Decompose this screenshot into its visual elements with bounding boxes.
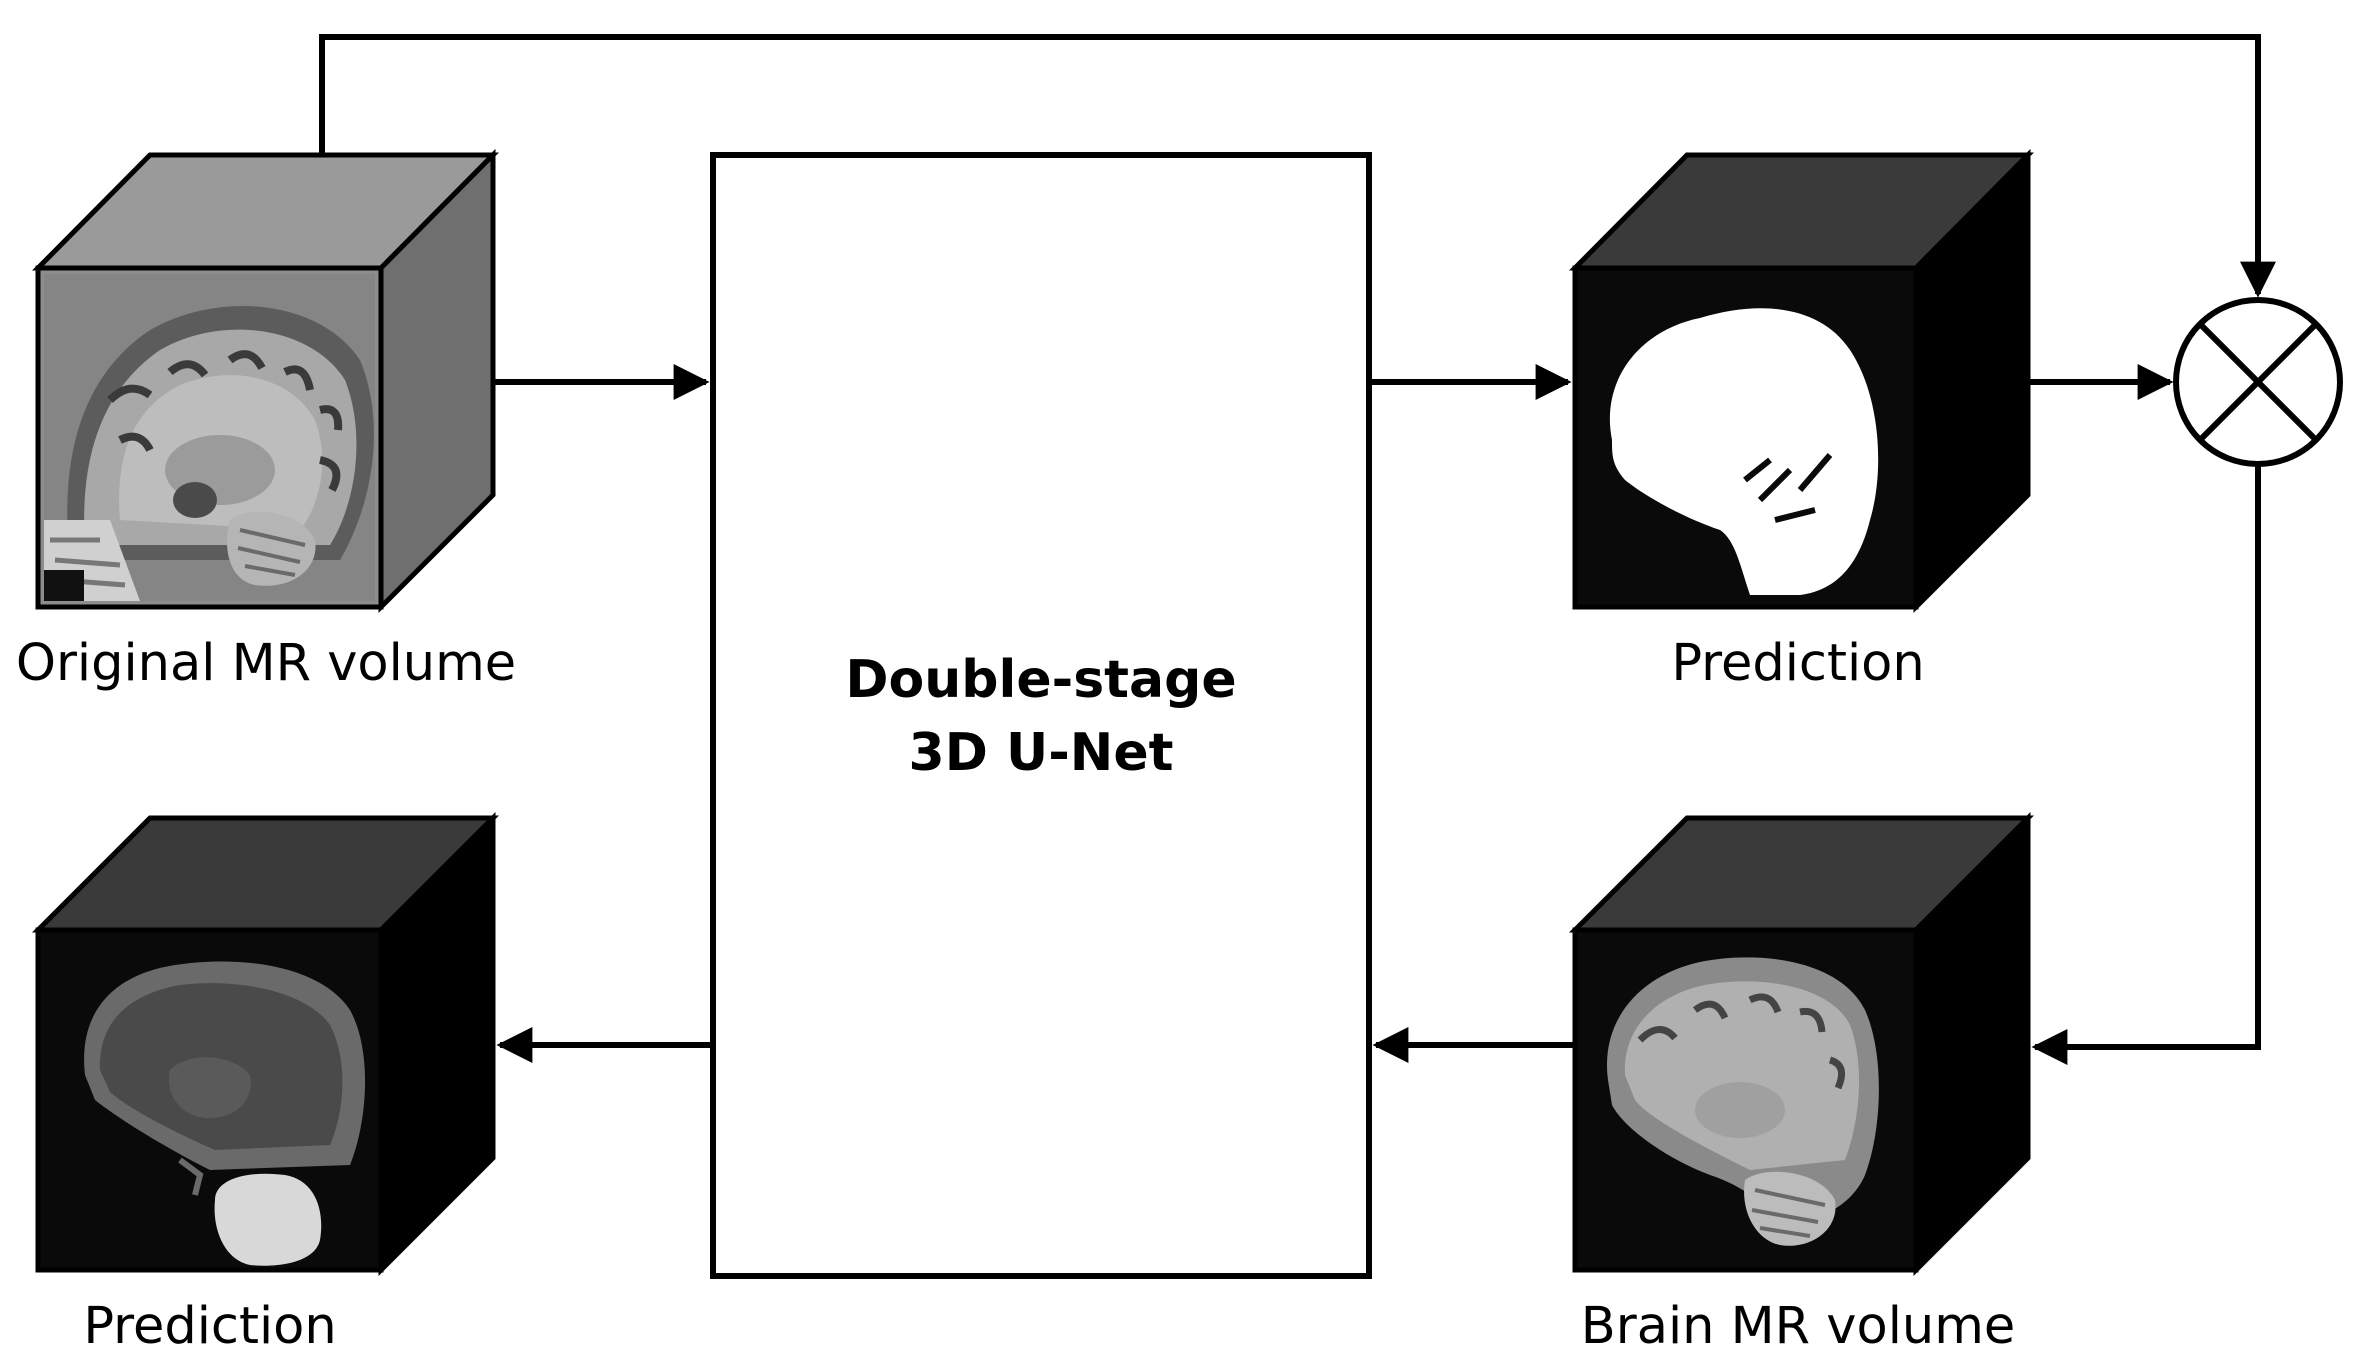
arrow-multiply-to-brain	[2031, 464, 2261, 1065]
brain-mr-volume-label: Brain MR volume	[1581, 1297, 2016, 1356]
segmentation-prediction-cube	[31, 811, 500, 1277]
mri-slice-image	[44, 274, 375, 601]
brain-mr-volume-cube	[1568, 811, 2035, 1277]
arrow-original-bypass-to-multiply	[319, 34, 2276, 298]
multiply-icon	[2173, 297, 2343, 467]
double-stage-3d-unet-box	[710, 152, 1372, 1279]
network-title-line1: Double-stage	[845, 650, 1236, 710]
brain-mask-image	[1609, 308, 1879, 595]
original-mr-volume-cube	[32, 148, 499, 614]
network-title-line2: 3D U-Net	[909, 723, 1174, 783]
skull-stripped-brain-image	[1606, 957, 1879, 1246]
original-mr-volume-label: Original MR volume	[16, 634, 516, 693]
mask-prediction-label: Prediction	[1671, 634, 1924, 693]
prediction-mask-cube	[1569, 148, 2034, 614]
connectors	[319, 34, 2276, 1065]
segmentation-prediction-label: Prediction	[83, 1297, 336, 1356]
tissue-segmentation-image	[84, 961, 366, 1266]
